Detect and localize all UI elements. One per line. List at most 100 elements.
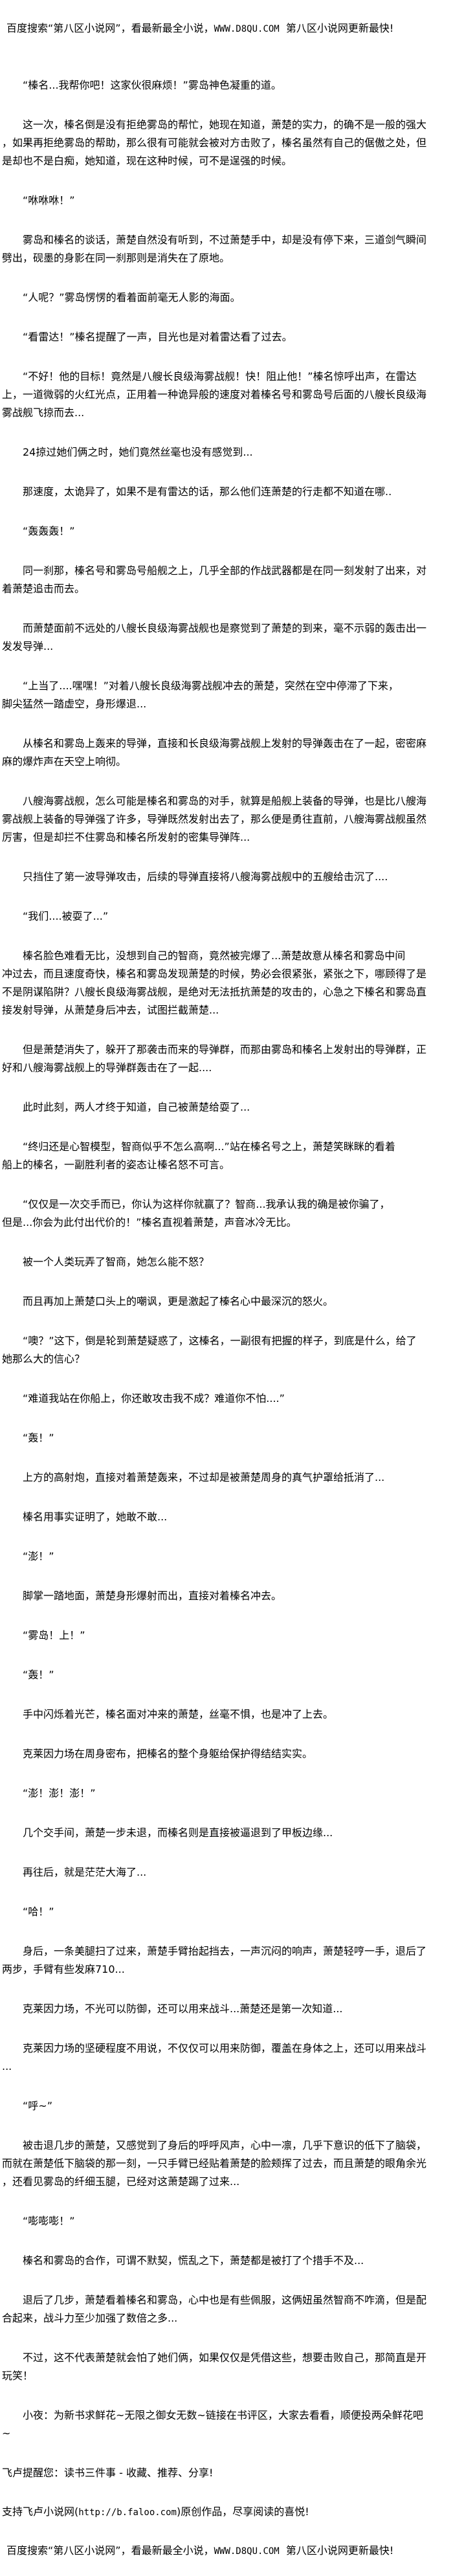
paragraph-line: 发发导弹... <box>2 640 54 652</box>
header-ad-banner: 百度搜索“第八区小说网”，看最新最全小说，WWW.D8QU.COM 第八区小说网… <box>0 19 453 38</box>
paragraph-line: 再往后，就是茫茫大海了... <box>23 1866 147 1878</box>
paragraph: “仅仅是一次交手而已，你认为这样你就赢了？智商...我承认我的确是被你骗了， 但是… <box>0 1195 453 1232</box>
paragraph: 上方的高射炮，直接对着萧楚轰来，不过却是被萧楚周身的真气护罩给抵消了... <box>0 1469 453 1487</box>
paragraph-line: “轰！” <box>23 1432 54 1444</box>
paragraph-line: 而萧楚面前不远处的八艘长良级海雾战舰也是察觉到了萧楚的到来，毫不示弱的轰击出一 <box>23 622 427 634</box>
paragraph: “不好！他的目标！竟然是八艘长良级海雾战舰！快！阻止他！”榛名惊呼出声，在雷达上… <box>0 368 453 422</box>
paragraph: 从榛名和雾岛上轰来的导弹，直接和长良级海雾战舰上发射的导弹轰击在了一起，密密麻麻… <box>0 735 453 771</box>
paragraph-line: 只挡住了第一波导弹攻击，后续的导弹直接将八艘海雾战舰中的五艘给击沉了.... <box>23 871 388 883</box>
paragraph-line: “人呢？”雾岛愣愣的看着面前毫无人影的海面。 <box>23 291 241 304</box>
paragraph: 榛名脸色难看无比，没想到自己的智商，竟然被完爆了...萧楚故意从榛名和雾岛中间冲… <box>0 947 453 1019</box>
paragraph: 但是萧楚消失了，躲开了那袭击而来的导弹群，而那由雾岛和榛名上发射出的导弹群，正好… <box>0 1041 453 1077</box>
paragraph: “人呢？”雾岛愣愣的看着面前毫无人影的海面。 <box>0 289 453 307</box>
paragraph: “终归还是心智模型，智商似乎不怎么高啊...”站在榛名号之上，萧楚笑眯眯的看着船… <box>0 1138 453 1174</box>
paragraph-line: 八艘海雾战舰，怎么可能是榛名和雾岛的对手，就算是船舰上装备的导弹，也是比八艘海 <box>23 795 427 807</box>
paragraph: “咻咻咻！” <box>0 192 453 210</box>
paragraph-line: 但是萧楚消失了，躲开了那袭击而来的导弹群，而那由雾岛和榛名上发射出的导弹群，正 <box>23 1043 427 1056</box>
footer-support: 支持飞卢小说网(http://b.faloo.com)原创作品，尽享阅读的喜悦! <box>0 2503 453 2521</box>
paragraph-line: “澎！澎！澎！” <box>23 1787 96 1799</box>
paragraph: 再往后，就是茫茫大海了... <box>0 1863 453 1882</box>
footer-ad-text: 百度搜索“第八区小说网”，看最新最全小说， <box>6 2544 214 2557</box>
paragraph-line: 好和八艘海雾战舰上的导弹群轰击在了一起.... <box>2 1061 212 1074</box>
paragraph: “上当了....嘿嘿！”对着八艘长良级海雾战舰冲去的萧楚，突然在空中停滞了下来，… <box>0 677 453 713</box>
paragraph-line: 小夜：为新书求鲜花~无限之御女无数~链接在书评区，大家去看看，顺便投两朵鲜花吧 <box>23 2409 423 2421</box>
paragraph-line: “澎！” <box>23 1550 54 1562</box>
paragraph-line: “哈！” <box>23 1905 54 1918</box>
paragraph-line: 是却也不是白痴，她知道，现在这种时候，可不是逞强的时候。 <box>2 155 293 167</box>
paragraph: “雾岛！上！” <box>0 1627 453 1645</box>
paragraph-line: 脚尖猛然一踏虚空，身形爆退... <box>2 698 147 710</box>
footer-reminder: 飞卢提醒您：读书三件事 - 收藏、推荐、分享! <box>2 2467 214 2479</box>
paragraph-line: 不过，这不代表萧楚就会怕了她们俩，如果仅仅是凭借这些，想要击败自己，那简直是开 <box>23 2351 427 2364</box>
paragraph-line: 船上的榛名，一副胜利者的姿态让榛名怒不可言。 <box>2 1159 230 1171</box>
paragraph: “轰！” <box>0 1429 453 1447</box>
paragraph-line: “噢？”这下，倒是轮到萧楚疑惑了，这榛名，一副很有把握的样子，到底是什么，给了 <box>23 1335 417 1347</box>
paragraph-line: 雾战舰上装备的导弹强了许多，导弹既然发射出去了，那么便是勇往直前，八艘海雾战舰虽… <box>2 813 427 825</box>
paragraph-line: 被击退几步的萧楚，又感觉到了身后的呼呼风声，心中一凛，几乎下意识的低下了脑袋， <box>23 2139 427 2151</box>
paragraph-line: 榛名脸色难看无比，没想到自己的智商，竟然被完爆了...萧楚故意从榛名和雾岛中间 <box>23 949 406 962</box>
paragraph: 而且再加上萧楚口头上的嘲讽，更是激起了榛名心中最深沉的怒火。 <box>0 1293 453 1311</box>
paragraph-line: “榛名...我帮你吧！这家伙很麻烦！”雾岛神色凝重的道。 <box>23 79 282 91</box>
paragraph: 雾岛和榛名的谈话，萧楚自然没有听到，不过萧楚手中，却是没有停下来，三道剑气瞬间劈… <box>0 231 453 267</box>
paragraph-line: ，还看见雾岛的纤细玉腿，已经对这萧楚踢了过来... <box>2 2175 240 2188</box>
paragraph-line: 合起来，战斗力至少加强了数倍之多... <box>2 2312 178 2324</box>
paragraph: 八艘海雾战舰，怎么可能是榛名和雾岛的对手，就算是船舰上装备的导弹，也是比八艘海雾… <box>0 792 453 847</box>
paragraph-line: “不好！他的目标！竟然是八艘长良级海雾战舰！快！阻止他！”榛名惊呼出声，在雷达 <box>23 370 417 383</box>
paragraph: “呼~” <box>0 2097 453 2115</box>
header-ad-url[interactable]: WWW.D8QU.COM <box>214 24 280 34</box>
paragraph-line: 她那么大的信心？ <box>2 1353 85 1365</box>
footer-ad-url[interactable]: WWW.D8QU.COM <box>214 2546 280 2557</box>
footer-support-link[interactable]: http://b.faloo.com <box>78 2507 177 2518</box>
paragraph-line: “轰轰轰！” <box>23 525 75 537</box>
paragraph-line: “看雷达！”榛名提醒了一声，目光也是对着雷达看了过去。 <box>23 331 293 343</box>
paragraph-line: “上当了....嘿嘿！”对着八艘长良级海雾战舰冲去的萧楚，突然在空中停滞了下来， <box>23 680 399 692</box>
header-ad-text: 百度搜索“第八区小说网”，看最新最全小说， <box>6 22 214 34</box>
paragraph: 小夜：为新书求鲜花~无限之御女无数~链接在书评区，大家去看看，顺便投两朵鲜花吧 ~ <box>0 2406 453 2443</box>
paragraph-line: 接发射导弹，从萧楚身后冲去，试图拦截萧楚... <box>2 1004 219 1016</box>
paragraph-line: 身后，一条美腿扫了过来，萧楚手臂抬起挡去，一声沉闷的响声，萧楚轻哼一手，退后了 <box>23 1945 427 1957</box>
paragraph-line: 雾战舰飞掠而去... <box>2 406 85 419</box>
paragraph: 此时此刻，两人才终于知道，自己被萧楚给耍了... <box>0 1098 453 1116</box>
paragraph-line: 榛名用事实证明了，她敢不敢... <box>23 1511 168 1523</box>
header-ad-slogan: 第八区小说网更新最快! <box>279 22 394 34</box>
paragraph-line: 脚掌一踏地面，萧楚身形爆射而出，直接对着榛名冲去。 <box>23 1590 282 1602</box>
footer-support-text-end: )原创作品，尽享阅读的喜悦! <box>176 2505 309 2518</box>
paragraph: “我们....被耍了...” <box>0 907 453 926</box>
paragraph: 几个交手间，萧楚一步未退，而榛名则是直接被逼退到了甲板边缘... <box>0 1824 453 1842</box>
paragraph-line: 被一个人类玩弄了智商，她怎么能不怒？ <box>23 1256 210 1268</box>
paragraph: “噢？”这下，倒是轮到萧楚疑惑了，这榛名，一副很有把握的样子，到底是什么，给了她… <box>0 1332 453 1368</box>
paragraph: 不过，这不代表萧楚就会怕了她们俩，如果仅仅是凭借这些，想要击败自己，那简直是开玩… <box>0 2349 453 2385</box>
paragraph: 只挡住了第一波导弹攻击，后续的导弹直接将八艘海雾战舰中的五艘给击沉了.... <box>0 868 453 886</box>
paragraph-line: 而就在萧楚低下脑袋的那一刻，一只手臂已经贴着萧楚的脸颊挥了过去，而且萧楚的眼角余… <box>2 2157 427 2170</box>
paragraph: 被击退几步的萧楚，又感觉到了身后的呼呼风声，心中一凛，几乎下意识的低下了脑袋， 而… <box>0 2137 453 2191</box>
paragraph-line: “咻咻咻！” <box>23 194 75 206</box>
footer-support-text: 支持飞卢小说网( <box>2 2505 79 2518</box>
paragraph: 克莱因力场的坚硬程度不用说，不仅仅可以用来防御，覆盖在身体之上，还可以用来战斗.… <box>0 2039 453 2076</box>
paragraph-line: ~ <box>2 2427 11 2439</box>
paragraph-line: 退后了几步，萧楚看着榛名和雾岛，心中也是有些佩服，这俩妞虽然智商不咋滴，但是配 <box>23 2294 427 2306</box>
paragraph-line: 克莱因力场的坚硬程度不用说，不仅仅可以用来防御，覆盖在身体之上，还可以用来战斗 <box>23 2042 427 2054</box>
paragraph-line: 这一次，榛名倒是没有拒绝雾岛的帮忙，她现在知道，萧楚的实力，的确不是一般的强大 <box>23 118 427 131</box>
paragraph-line: 厉害，但是却拦不住雾岛和榛名所发射的密集导弹阵... <box>2 831 250 843</box>
paragraph-line: “仅仅是一次交手而已，你认为这样你就赢了？智商...我承认我的确是被你骗了， <box>23 1198 390 1210</box>
paragraph-line: 但是...你会为此付出代价的！”榛名直视着萧楚，声音冰冷无比。 <box>2 1216 297 1228</box>
paragraph-line: 不是阴谋陷阱？八艘长良级海雾战舰，是绝对无法抵抗萧楚的攻击的，心急之下榛名和雾岛… <box>2 986 427 998</box>
paragraph-line: 两步，手臂有些发麻710... <box>2 1963 125 1975</box>
paragraph-line: 几个交手间，萧楚一步未退，而榛名则是直接被逼退到了甲板边缘... <box>23 1827 333 1839</box>
paragraph: 同一刹那，榛名号和雾岛号船舰之上，几乎全部的作战武器都是在同一刻发射了出来，对着… <box>0 562 453 598</box>
paragraph: 退后了几步，萧楚看着榛名和雾岛，心中也是有些佩服，这俩妞虽然智商不咋滴，但是配合… <box>0 2291 453 2327</box>
paragraph: “难道我站在你船上，你还敢攻击我不成？难道你不怕....” <box>0 1390 453 1408</box>
paragraph: 那速度，太诡异了，如果不是有雷达的话，那么他们连萧楚的行走都不知道在哪.. <box>0 483 453 501</box>
paragraph: 克莱因力场，不光可以防御，还可以用来战斗...萧楚还是第一次知道... <box>0 2000 453 2018</box>
paragraph-line: “终归还是心智模型，智商似乎不怎么高啊...”站在榛名号之上，萧楚笑眯眯的看着 <box>23 1140 395 1153</box>
paragraph-line: “嘭嘭嘭！” <box>23 2215 75 2227</box>
paragraph: “榛名...我帮你吧！这家伙很麻烦！”雾岛神色凝重的道。 <box>0 76 453 94</box>
paragraph: 榛名用事实证明了，她敢不敢... <box>0 1508 453 1526</box>
paragraph-line: 雾岛和榛名的谈话，萧楚自然没有听到，不过萧楚手中，却是没有停下来，三道剑气瞬间 <box>23 234 427 246</box>
paragraph: 这一次，榛名倒是没有拒绝雾岛的帮忙，她现在知道，萧楚的实力，的确不是一般的强大，… <box>0 116 453 170</box>
paragraph: “轰轰轰！” <box>0 522 453 540</box>
paragraph: 24掠过她们俩之时，她们竟然丝毫也没有感觉到... <box>0 443 453 461</box>
footer-ad-slogan: 第八区小说网更新最快! <box>279 2544 394 2557</box>
paragraph: 手中闪烁着光芒，榛名面对冲来的萧楚，丝毫不惧，也是冲了上去。 <box>0 1705 453 1724</box>
